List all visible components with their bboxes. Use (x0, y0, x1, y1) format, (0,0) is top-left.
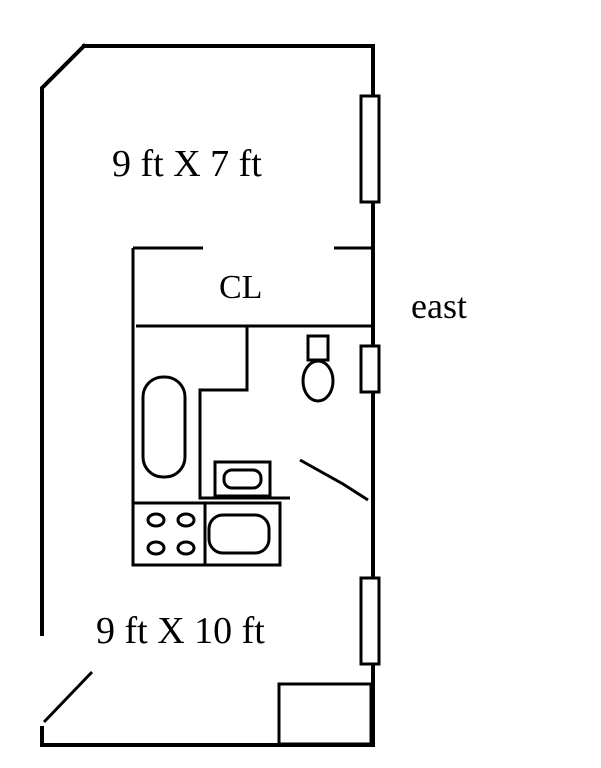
window-middle (359, 344, 381, 394)
closet-label: CL (219, 269, 262, 306)
top-room-dimensions: 9 ft X 7 ft (112, 143, 262, 185)
toilet (301, 334, 335, 403)
bottom-room-dimensions: 9 ft X 10 ft (96, 610, 265, 652)
bathtub (141, 375, 187, 479)
stove (146, 512, 196, 556)
corner-fixture (277, 682, 373, 746)
exterior-walls (40, 43, 375, 747)
direction-label: east (411, 286, 467, 326)
bathroom-partition (198, 326, 290, 500)
window-top (359, 94, 381, 204)
bathroom-sink (213, 460, 272, 498)
bathroom-door (299, 458, 369, 502)
entry-door (42, 670, 94, 724)
window-bottom (359, 576, 381, 666)
kitchen-sink (207, 513, 271, 555)
